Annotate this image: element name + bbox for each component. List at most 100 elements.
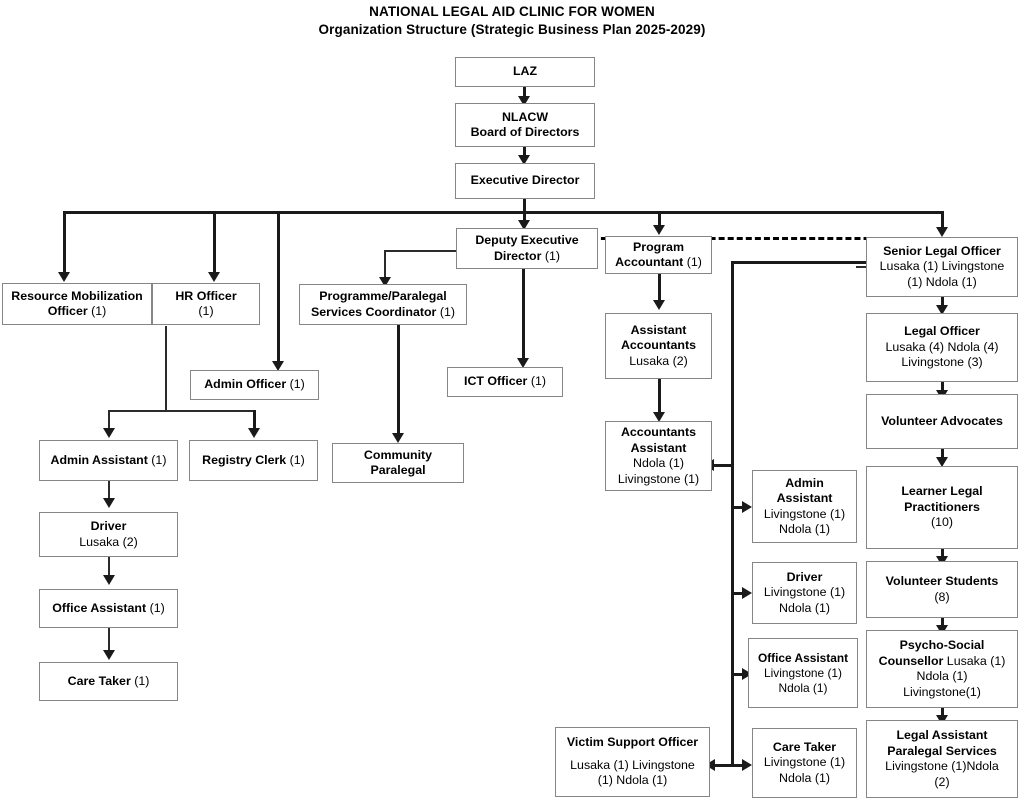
node-admin-assistant-lusaka[interactable]: Admin Assistant (1) — [39, 440, 178, 481]
node-assistant-accountants-title-2: Accountants — [620, 338, 697, 353]
arrowhead-admin-assistant-lusaka — [103, 428, 115, 438]
node-legal-assistant-title-1: Legal Assistant — [896, 728, 988, 742]
node-accountants-assistant[interactable]: Accountants Assistant Ndola (1) Livingst… — [605, 421, 712, 491]
node-admin-assistant-branches-title-2: Assistant — [776, 491, 833, 505]
connector-support-trunk — [731, 261, 734, 766]
node-board-of-directors[interactable]: NLACW Board of Directors — [455, 103, 595, 147]
node-volunteer-advocates-title: Volunteer Advocates — [881, 413, 1003, 428]
node-admin-assistant-branches-sub-1: Livingstone (1) — [763, 506, 846, 521]
node-accountants-assistant-sub-1: Ndola (1) — [633, 456, 684, 470]
node-laz[interactable]: LAZ — [455, 57, 595, 87]
node-accountants-assistant-sub-2: Livingstone (1) — [617, 471, 700, 486]
node-deputy-executive-director[interactable]: Deputy Executive Director (1) — [456, 228, 598, 269]
node-driver-branches[interactable]: Driver Livingstone (1) Ndola (1) — [752, 562, 857, 624]
arrowhead-board-ed — [518, 155, 530, 165]
node-registry-clerk[interactable]: Registry Clerk (1) — [189, 440, 318, 481]
node-office-assistant-branches-title: Office Assistant — [757, 650, 849, 665]
node-legal-assistant-sub-1: Livingstone (1)Ndola — [885, 759, 999, 773]
node-psycho-sub-1: Ndola (1) — [916, 669, 968, 683]
node-legal-officer-sub-1: Lusaka (4) Ndola (4) — [885, 339, 999, 354]
arrowhead-senior-legal-officer — [936, 227, 948, 237]
node-learner-title-2: Practitioners — [904, 499, 980, 514]
connector-hr-to-registry-clerk — [253, 410, 256, 432]
node-legal-officer-sub-2: Livingstone (3) — [901, 355, 983, 370]
connector-programme-community-paralegal — [397, 325, 400, 437]
node-learner-legal-practitioners[interactable]: Learner Legal Practitioners (10) — [866, 466, 1018, 549]
connector-slo-legal-officer — [941, 297, 944, 309]
node-laz-title: LAZ — [512, 64, 538, 79]
node-community-paralegal-title-2: Paralegal — [370, 463, 426, 477]
node-legal-assistant-paralegal-services[interactable]: Legal Assistant Paralegal Services Livin… — [866, 720, 1018, 798]
node-ict-officer[interactable]: ICT Officer (1) — [447, 367, 563, 397]
node-board-title-2: Board of Directors — [470, 125, 580, 139]
connector-bus-program-accountant — [658, 211, 661, 227]
node-community-paralegal[interactable]: Community Paralegal — [332, 443, 464, 483]
node-office-assistant-branches[interactable]: Office Assistant Livingstone (1) Ndola (… — [748, 638, 858, 708]
node-driver-branches-sub-1: Livingstone (1) — [763, 585, 846, 600]
node-admin-officer[interactable]: Admin Officer (1) — [190, 370, 319, 400]
node-office-assistant-lusaka-title: Office Assistant (1) — [52, 600, 165, 615]
node-executive-director-title: Executive Director — [470, 173, 580, 188]
node-accountants-assistant-title-2: Assistant — [630, 440, 687, 455]
connector-bus-senior-legal-officer — [941, 211, 944, 229]
connector-trunk-to-driver-branches — [731, 592, 745, 595]
node-care-taker-lusaka[interactable]: Care Taker (1) — [39, 662, 178, 701]
node-care-taker-lusaka-title: Care Taker (1) — [67, 673, 150, 688]
arrowhead-admin-assistant-branches — [742, 501, 752, 513]
node-registry-clerk-count: (1) — [289, 452, 305, 467]
node-care-taker-branches-sub-2: Ndola (1) — [779, 770, 830, 785]
node-admin-assistant-branches-sub-2: Ndola (1) — [779, 522, 830, 536]
node-office-assistant-branches-sub-1: Livingstone (1) — [764, 665, 842, 680]
connector-volunteer-advocates-learner — [941, 449, 944, 462]
node-senior-legal-officer[interactable]: Senior Legal Officer Lusaka (1) Livingst… — [866, 237, 1018, 297]
node-care-taker-branches-title: Care Taker — [772, 739, 837, 754]
connector-assistant-accountants-assistant — [658, 379, 661, 416]
node-victim-support-officer-sub-1: Lusaka (1) Livingstone — [570, 757, 695, 772]
node-admin-assistant-lusaka-title: Admin Assistant (1) — [50, 452, 167, 467]
node-legal-officer[interactable]: Legal Officer Lusaka (4) Ndola (4) Livin… — [866, 313, 1018, 382]
chart-title: NATIONAL LEGAL AID CLINIC FOR WOMEN Orga… — [0, 3, 1024, 39]
connector-board-ed — [523, 147, 526, 157]
node-program-accountant-title-2: Accountant (1) — [615, 255, 702, 269]
node-psycho-social-counsellor[interactable]: Psycho-Social Counsellor Lusaka (1) Ndol… — [866, 630, 1018, 708]
node-volunteer-advocates[interactable]: Volunteer Advocates — [866, 394, 1018, 449]
node-hr-officer-count: (1) — [198, 304, 214, 318]
node-driver-lusaka-sub-1: Lusaka (2) — [79, 534, 138, 549]
node-psycho-title-2: Counsellor Lusaka (1) — [878, 653, 1006, 668]
node-rmo-title-1: Resource Mobilization — [11, 288, 143, 303]
connector-program-assistant-accountants — [658, 273, 661, 303]
node-office-assistant-lusaka-count: (1) — [149, 600, 165, 615]
node-assistant-accountants[interactable]: Assistant Accountants Lusaka (2) — [605, 313, 712, 379]
connector-office-assistant-care-taker — [108, 628, 110, 652]
connector-legal-officer-volunteer-advocates — [941, 382, 944, 394]
node-care-taker-branches[interactable]: Care Taker Livingstone (1) Ndola (1) — [752, 728, 857, 798]
node-legal-officer-title: Legal Officer — [904, 324, 980, 339]
node-learner-title-1: Learner Legal — [901, 484, 983, 499]
connector-learner-volunteer-students — [941, 549, 944, 561]
node-resource-mobilization-officer[interactable]: Resource Mobilization Officer (1) — [2, 283, 152, 325]
node-driver-branches-sub-2: Ndola (1) — [779, 600, 830, 615]
node-executive-director[interactable]: Executive Director — [455, 163, 595, 199]
node-admin-assistant-branches-title-1: Admin — [785, 475, 824, 490]
arrowhead-accountants-assistant — [653, 412, 665, 422]
node-victim-support-officer-sub-2: (1) Ndola (1) — [597, 773, 668, 788]
node-volunteer-students[interactable]: Volunteer Students (8) — [866, 561, 1018, 618]
connector-bus-deputy-ed — [523, 211, 526, 223]
node-driver-lusaka[interactable]: Driver Lusaka (2) — [39, 512, 178, 557]
node-office-assistant-lusaka[interactable]: Office Assistant (1) — [39, 589, 178, 628]
node-hr-officer[interactable]: HR Officer (1) — [152, 283, 260, 325]
connector-victim-support-care-taker — [713, 764, 746, 767]
node-victim-support-officer[interactable]: Victim Support Officer Lusaka (1) Living… — [555, 727, 710, 797]
arrowhead-learner-legal-practitioners — [936, 457, 948, 467]
node-care-taker-branches-sub-1: Livingstone (1) — [763, 755, 846, 770]
node-admin-assistant-branches[interactable]: Admin Assistant Livingstone (1) Ndola (1… — [752, 470, 857, 543]
node-admin-officer-count: (1) — [289, 377, 305, 392]
node-care-taker-lusaka-count: (1) — [134, 673, 150, 688]
node-programme-paralegal-coordinator[interactable]: Programme/Paralegal Services Coordinator… — [299, 284, 467, 325]
connector-ed-stem — [523, 198, 526, 214]
arrowhead-registry-clerk — [248, 428, 260, 438]
connector-ed-left-stub — [446, 250, 458, 252]
node-program-accountant[interactable]: Program Accountant (1) — [605, 236, 712, 274]
node-ppc-count: (1) — [439, 304, 455, 319]
connector-hr-to-admin-assistant — [108, 410, 110, 432]
